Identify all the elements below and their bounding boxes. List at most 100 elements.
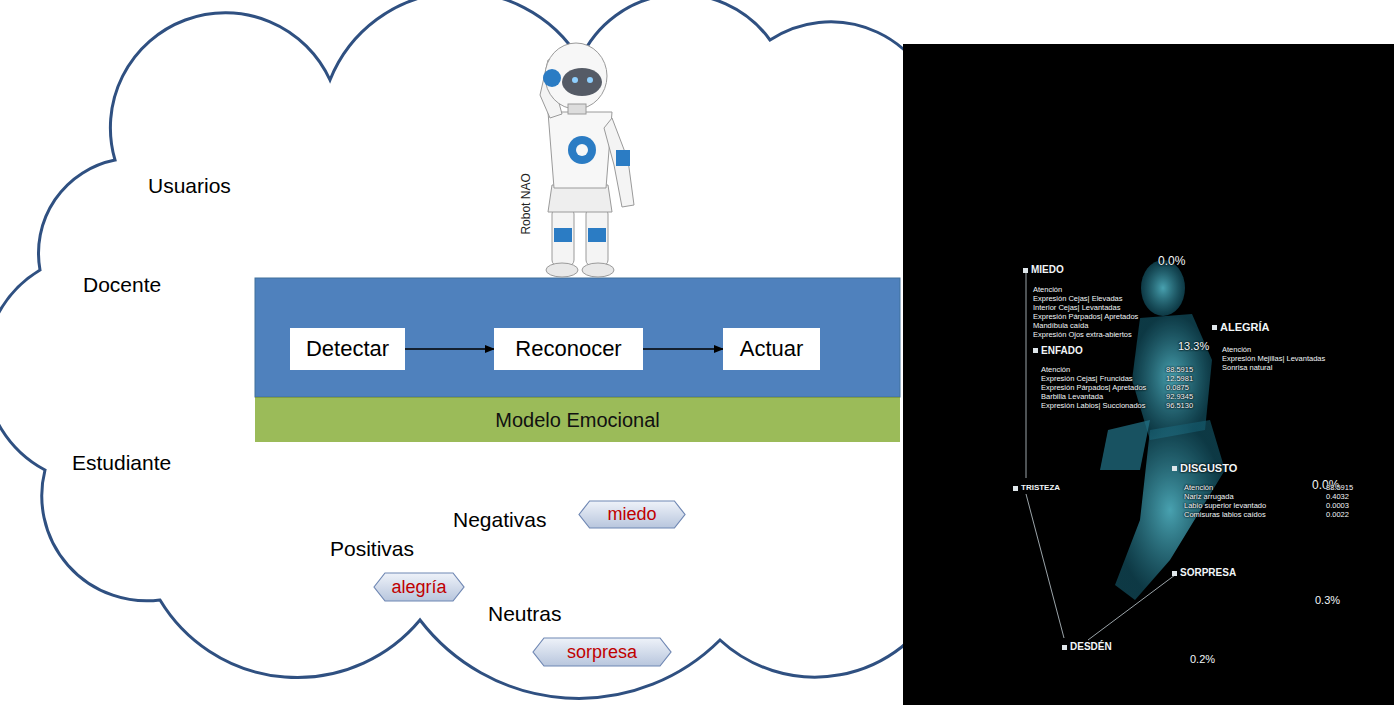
emotion-text: sorpresa <box>567 642 637 663</box>
feature-line: Labio superior levantado <box>1184 502 1266 511</box>
robot-knee <box>588 228 606 242</box>
flow-arrow <box>643 348 723 349</box>
feature-line: Sonrisa natural <box>1222 364 1272 373</box>
process-box: Detectar <box>290 328 405 370</box>
robot-chest <box>576 144 588 156</box>
feature-line: Mandíbula caída <box>1033 322 1088 331</box>
emotion-heading: ALEGRÍA <box>1220 321 1270 334</box>
leader-line <box>1026 273 1027 478</box>
photo-background <box>903 44 1394 705</box>
emotion-heading: DESDÉN <box>1070 641 1112 653</box>
anchor-dot <box>1172 571 1177 576</box>
feature-line: Atención <box>1041 366 1070 375</box>
score-value: 0.0003 <box>1326 502 1349 511</box>
feature-line: Barbilla Levantada <box>1041 393 1103 402</box>
flow-arrow <box>405 348 494 349</box>
robot-chest <box>568 136 596 164</box>
robot-hips <box>548 185 612 212</box>
node-text: Reconocer <box>515 336 621 362</box>
emotion-hexagon: miedo <box>578 500 686 529</box>
robot-label: Robot NAO <box>520 147 534 261</box>
robot-torso <box>548 112 612 188</box>
feature-line: Expresión Mejillas| Levantadas <box>1222 355 1325 364</box>
score-value: 12.5981 <box>1166 375 1193 384</box>
anchor-dot <box>1212 325 1217 330</box>
hexagon-shape <box>533 638 671 666</box>
feature-line: Expresión Ojos extra-abiertos <box>1033 331 1132 340</box>
robot-illustration <box>540 43 634 277</box>
feature-line: Expresión Párpados| Apretados <box>1041 384 1146 393</box>
score-value: 88.5915 <box>1166 366 1193 375</box>
user-label: Estudiante <box>72 451 171 475</box>
anchor-dot <box>1023 268 1028 273</box>
anchor-dot <box>1013 486 1018 491</box>
feature-line: Expresión Cejas| Fruncidas <box>1041 375 1133 384</box>
emotion-text: alegría <box>391 577 446 598</box>
feature-line: Atención <box>1222 346 1251 355</box>
score-value: 88.5915 <box>1326 484 1353 493</box>
anchor-dot <box>1033 348 1038 353</box>
leader-lines <box>1026 273 1175 640</box>
emotion-heading: SORPRESA <box>1180 567 1236 579</box>
node-text: Modelo Emocional <box>495 409 660 432</box>
feature-line: Comisuras labios caídos <box>1184 511 1266 520</box>
percent-value: 0.0% <box>1158 255 1185 269</box>
emotion-heading: DISGUSTO <box>1180 462 1237 475</box>
anchor-dot <box>1062 645 1067 650</box>
cloud-outline <box>0 0 940 698</box>
robot-eye <box>587 77 593 83</box>
percent-value: 0.3% <box>1315 594 1340 607</box>
category-label: Negativas <box>453 508 546 532</box>
robot-elbow <box>616 150 630 166</box>
category-label: Neutras <box>488 602 562 626</box>
category-label: Positivas <box>330 537 414 561</box>
feature-line: Expresión Párpados| Apretados <box>1033 313 1138 322</box>
robot-leg <box>586 208 608 266</box>
robot-face <box>562 68 602 96</box>
anchor-dots <box>1013 268 1217 650</box>
robot-foot <box>582 263 614 277</box>
score-value: 92.9345 <box>1166 393 1193 402</box>
node-text: Actuar <box>740 336 804 362</box>
figure-head <box>1141 260 1185 316</box>
robot-ear <box>543 69 561 87</box>
feature-line: Atención <box>1184 484 1213 493</box>
emotion-heading: MIEDO <box>1031 264 1064 276</box>
model-band: Modelo Emocional <box>255 397 900 442</box>
user-label: Usuarios <box>148 174 231 198</box>
robot-neck <box>568 104 586 114</box>
score-value: 0.4032 <box>1326 493 1349 502</box>
score-value: 96.5130 <box>1166 402 1193 411</box>
feature-line: Expresión Cejas| Elevadas <box>1033 295 1123 304</box>
feature-line: Expresión Labios| Succionados <box>1041 402 1146 411</box>
score-value: 0.0022 <box>1326 511 1349 520</box>
robot-eye <box>572 77 578 83</box>
robot-foot <box>546 263 578 277</box>
feature-line: Interior Cejas| Levantadas <box>1033 304 1120 313</box>
node-text: Detectar <box>306 336 389 362</box>
robot-leg <box>552 208 574 266</box>
emotion-text: miedo <box>607 504 656 525</box>
anchor-dot <box>1172 466 1177 471</box>
process-band <box>255 278 900 397</box>
figure-torso <box>1132 314 1212 440</box>
leader-line <box>1088 575 1175 640</box>
percent-value: 13.3% <box>1178 340 1209 353</box>
score-value: 0.0875 <box>1166 384 1189 393</box>
emotion-hexagon: alegría <box>373 572 465 602</box>
figure-arm <box>1100 420 1150 470</box>
robot-arm <box>604 118 634 207</box>
emotion-heading: ENFADO <box>1041 345 1083 357</box>
process-box: Actuar <box>723 328 820 370</box>
process-box: Reconocer <box>494 328 643 370</box>
emotion-hexagon: sorpresa <box>532 637 672 667</box>
percent-value: 0.2% <box>1190 653 1215 666</box>
user-label: Docente <box>83 273 161 297</box>
hexagon-shape <box>579 501 685 528</box>
robot-knee <box>554 228 572 242</box>
hexagon-shape <box>374 573 464 601</box>
feature-line: Atención <box>1033 286 1062 295</box>
